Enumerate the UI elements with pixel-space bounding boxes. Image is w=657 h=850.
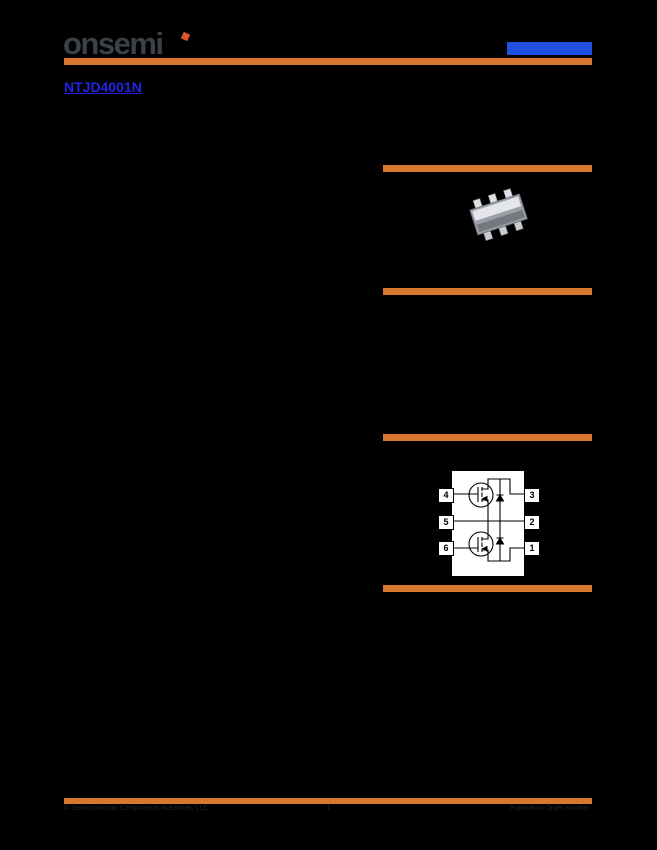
pin-5-label: 5 bbox=[438, 515, 454, 530]
pin-2-label: 2 bbox=[524, 515, 540, 530]
footer-publication-label: Publication Order Number: bbox=[509, 805, 592, 812]
package-photo bbox=[469, 188, 528, 241]
pin-1-label: 1 bbox=[524, 541, 540, 556]
part-number-link[interactable]: NTJD4001N bbox=[64, 79, 142, 95]
header-divider bbox=[64, 58, 592, 65]
onsemi-logo: onsemi bbox=[63, 26, 164, 61]
section-divider-pin-connections bbox=[383, 434, 592, 441]
pin-6-label: 6 bbox=[438, 541, 454, 556]
footer-divider bbox=[64, 798, 592, 804]
pin-4-label: 4 bbox=[438, 488, 454, 503]
section-divider-package bbox=[383, 165, 592, 172]
section-divider-marking bbox=[383, 288, 592, 295]
section-divider-ordering bbox=[383, 585, 592, 592]
website-link[interactable]: www.onsemi.com bbox=[507, 42, 592, 55]
pin-connections-diagram bbox=[452, 478, 524, 562]
logo-spark-icon bbox=[180, 31, 191, 42]
pin-3-label: 3 bbox=[524, 488, 540, 503]
footer-page-number: 1 bbox=[326, 805, 331, 812]
footer-copyright: © Semiconductor Components Industries, L… bbox=[64, 805, 209, 812]
